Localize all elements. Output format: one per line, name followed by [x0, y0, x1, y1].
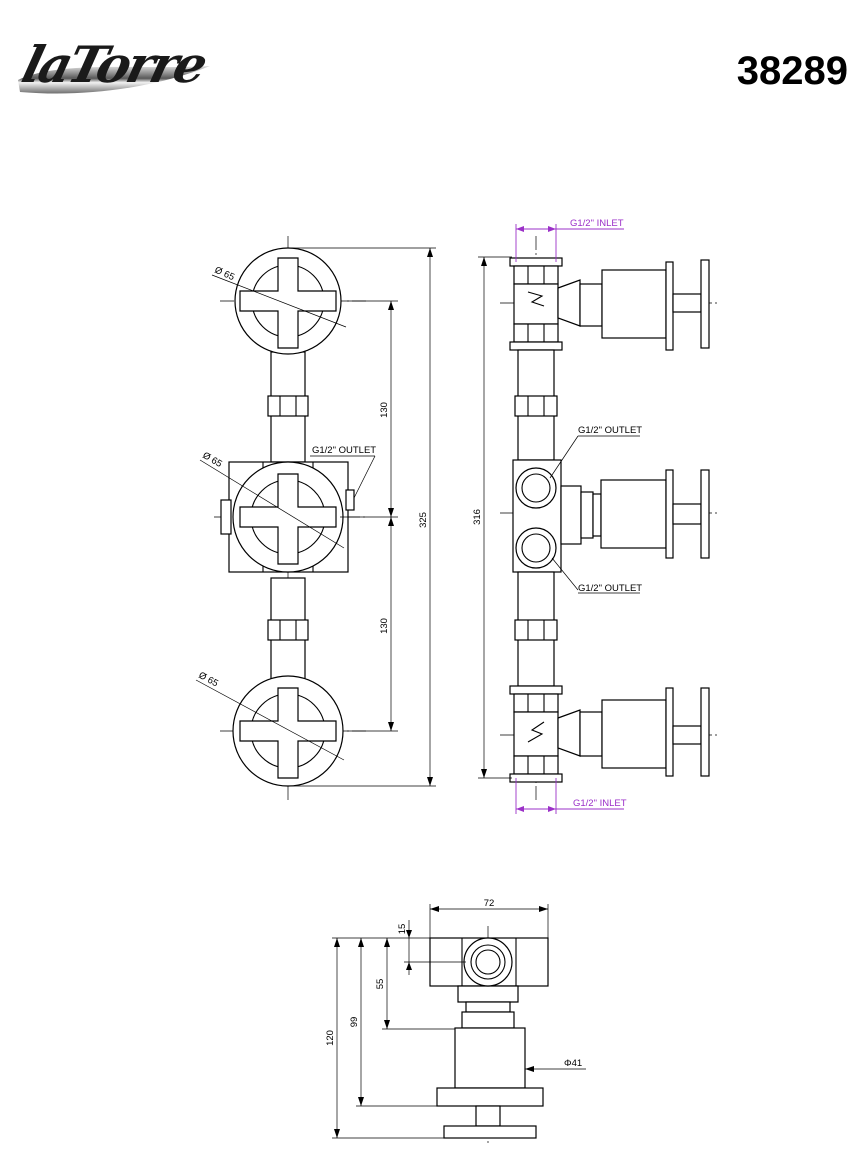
front-view: Ø 65 Ø 65 Ø 65 G1/2" OUTLET 325 130 130 [195, 236, 436, 800]
dim-width-72: 72 [484, 898, 495, 909]
inlet-bottom-label: G1/2" INLET [573, 798, 627, 809]
brand-logo-text: laTorre [17, 35, 213, 94]
dia-middle-label: Ø 65 [201, 450, 224, 470]
lower-handle [232, 675, 344, 787]
dim-upper-130: 130 [379, 402, 390, 418]
dim-99: 99 [349, 1017, 360, 1028]
inlet-bottom-dimension: G1/2" INLET [515, 778, 627, 814]
upper-handle [234, 247, 342, 355]
dia-upper-label: Ø 65 [213, 265, 236, 283]
side-outlet-bottom-label: G1/2" OUTLET [578, 583, 642, 594]
dim-15: 15 [397, 924, 408, 935]
side-view: G1/2" OUTLET G1/2" OUTLET [472, 218, 720, 814]
side-middle-cartridge [592, 469, 710, 559]
inlet-top-dimension: G1/2" INLET [515, 218, 624, 262]
inlet-top-label: G1/2" INLET [570, 218, 624, 229]
dim-120: 120 [325, 1030, 336, 1046]
side-lower-cartridge [579, 687, 710, 777]
brand-logo: laTorre [17, 35, 213, 94]
dim-55: 55 [375, 979, 386, 990]
front-outlet-label: G1/2" OUTLET [312, 445, 376, 456]
top-view: 72 15 55 99 120 Φ41 [325, 898, 586, 1144]
dia-41-label: Φ41 [564, 1058, 582, 1069]
product-code: 38289 [737, 49, 848, 93]
dim-total-325: 325 [418, 512, 429, 528]
middle-handle [232, 461, 344, 573]
side-outlet-top-label: G1/2" OUTLET [578, 425, 642, 436]
dim-lower-130: 130 [379, 618, 390, 634]
side-upper-cartridge [579, 259, 710, 351]
dim-height-316: 316 [472, 509, 483, 525]
